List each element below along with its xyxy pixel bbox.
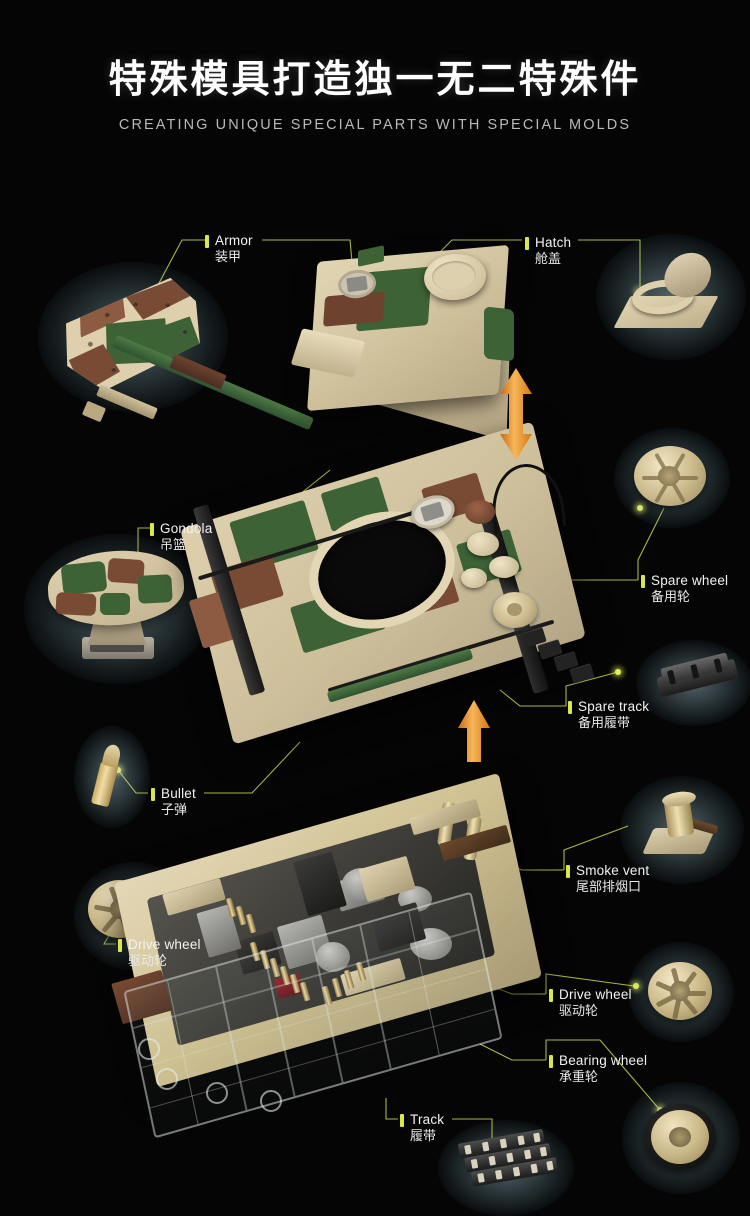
page-title-en: CREATING UNIQUE SPECIAL PARTS WITH SPECI… xyxy=(118,117,632,133)
callout-marker-bar xyxy=(568,701,572,714)
callout-label-cn: 驱动轮 xyxy=(128,953,168,969)
part-gondola xyxy=(42,545,190,663)
callout-label-cn: 备用履带 xyxy=(578,715,631,731)
callout-hatch: Hatch 舱盖 xyxy=(525,235,571,267)
callout-label-en: Track xyxy=(410,1112,445,1127)
leader-dot xyxy=(615,669,621,675)
page-header: 特殊模具打造独一无二特殊件 CREATING UNIQUE SPECIAL PA… xyxy=(0,0,750,133)
callout-label-cn: 驱动轮 xyxy=(559,1003,599,1019)
callout-label-cn: 履带 xyxy=(410,1128,437,1144)
assembly-arrow-hull-to-chassis xyxy=(457,700,491,762)
page-title-cn: 特殊模具打造独一无二特殊件 xyxy=(108,57,642,101)
callout-label-en: Drive wheel xyxy=(128,937,201,952)
callout-label-en: Bearing wheel xyxy=(559,1053,648,1068)
callout-label-en: Drive wheel xyxy=(559,987,632,1002)
callout-smoke-vent: Smoke vent 尾部排烟口 xyxy=(566,863,649,895)
part-hull-deck xyxy=(175,421,595,745)
callout-label-cn: 备用轮 xyxy=(651,589,691,605)
callout-marker-bar xyxy=(150,523,154,536)
callout-label-en: Armor xyxy=(215,233,253,248)
callout-spare-track: Spare track 备用履带 xyxy=(568,699,649,731)
callout-label-en: Hatch xyxy=(535,235,572,250)
callout-marker-bar xyxy=(549,989,553,1002)
callout-label-cn: 子弹 xyxy=(161,802,188,818)
callout-track: Track 履带 xyxy=(400,1112,444,1144)
leader-dot xyxy=(636,289,642,295)
part-spare-track xyxy=(654,649,742,711)
leader-dot xyxy=(115,767,121,773)
part-turret xyxy=(81,236,518,442)
callout-marker-bar xyxy=(400,1114,404,1127)
callout-drive-wheel-right: Drive wheel 驱动轮 xyxy=(549,987,632,1019)
part-smoke-vent xyxy=(642,789,720,864)
callout-marker-bar xyxy=(549,1055,553,1068)
part-spare-wheel xyxy=(634,446,706,506)
assembly-arrow-turret-to-hull xyxy=(499,368,533,460)
callout-marker-bar xyxy=(525,237,529,250)
callout-gondola: Gondola 吊篮 xyxy=(150,521,212,553)
leader-dot xyxy=(633,983,639,989)
callout-drive-wheel-left: Drive wheel 驱动轮 xyxy=(118,937,201,969)
callout-marker-bar xyxy=(205,235,209,248)
part-lower-chassis xyxy=(110,772,580,1139)
callout-bearing-wheel: Bearing wheel 承重轮 xyxy=(549,1053,647,1085)
callout-label-en: Spare track xyxy=(578,699,650,714)
callout-label-en: Smoke vent xyxy=(576,863,650,878)
part-drive-wheel-right xyxy=(648,962,712,1020)
part-hatch xyxy=(613,248,719,334)
part-bearing-wheel xyxy=(644,1104,716,1170)
callout-label-cn: 装甲 xyxy=(215,249,242,265)
callout-label-en: Bullet xyxy=(161,786,196,801)
callout-label-cn: 吊篮 xyxy=(160,537,187,553)
callout-label-en: Spare wheel xyxy=(651,573,729,588)
callout-spare-wheel: Spare wheel 备用轮 xyxy=(641,573,728,605)
callout-marker-bar xyxy=(151,788,155,801)
callout-marker-bar xyxy=(566,865,570,878)
part-track xyxy=(457,1128,559,1199)
callout-marker-bar xyxy=(118,939,122,952)
leader-dot xyxy=(637,505,643,511)
callout-label-cn: 承重轮 xyxy=(559,1069,599,1085)
callout-label-cn: 尾部排烟口 xyxy=(576,879,642,895)
callout-armor: Armor 装甲 xyxy=(205,233,253,265)
callout-bullet: Bullet 子弹 xyxy=(151,786,196,818)
callout-label-en: Gondola xyxy=(160,521,213,536)
callout-marker-bar xyxy=(641,575,645,588)
callout-label-cn: 舱盖 xyxy=(535,251,562,267)
